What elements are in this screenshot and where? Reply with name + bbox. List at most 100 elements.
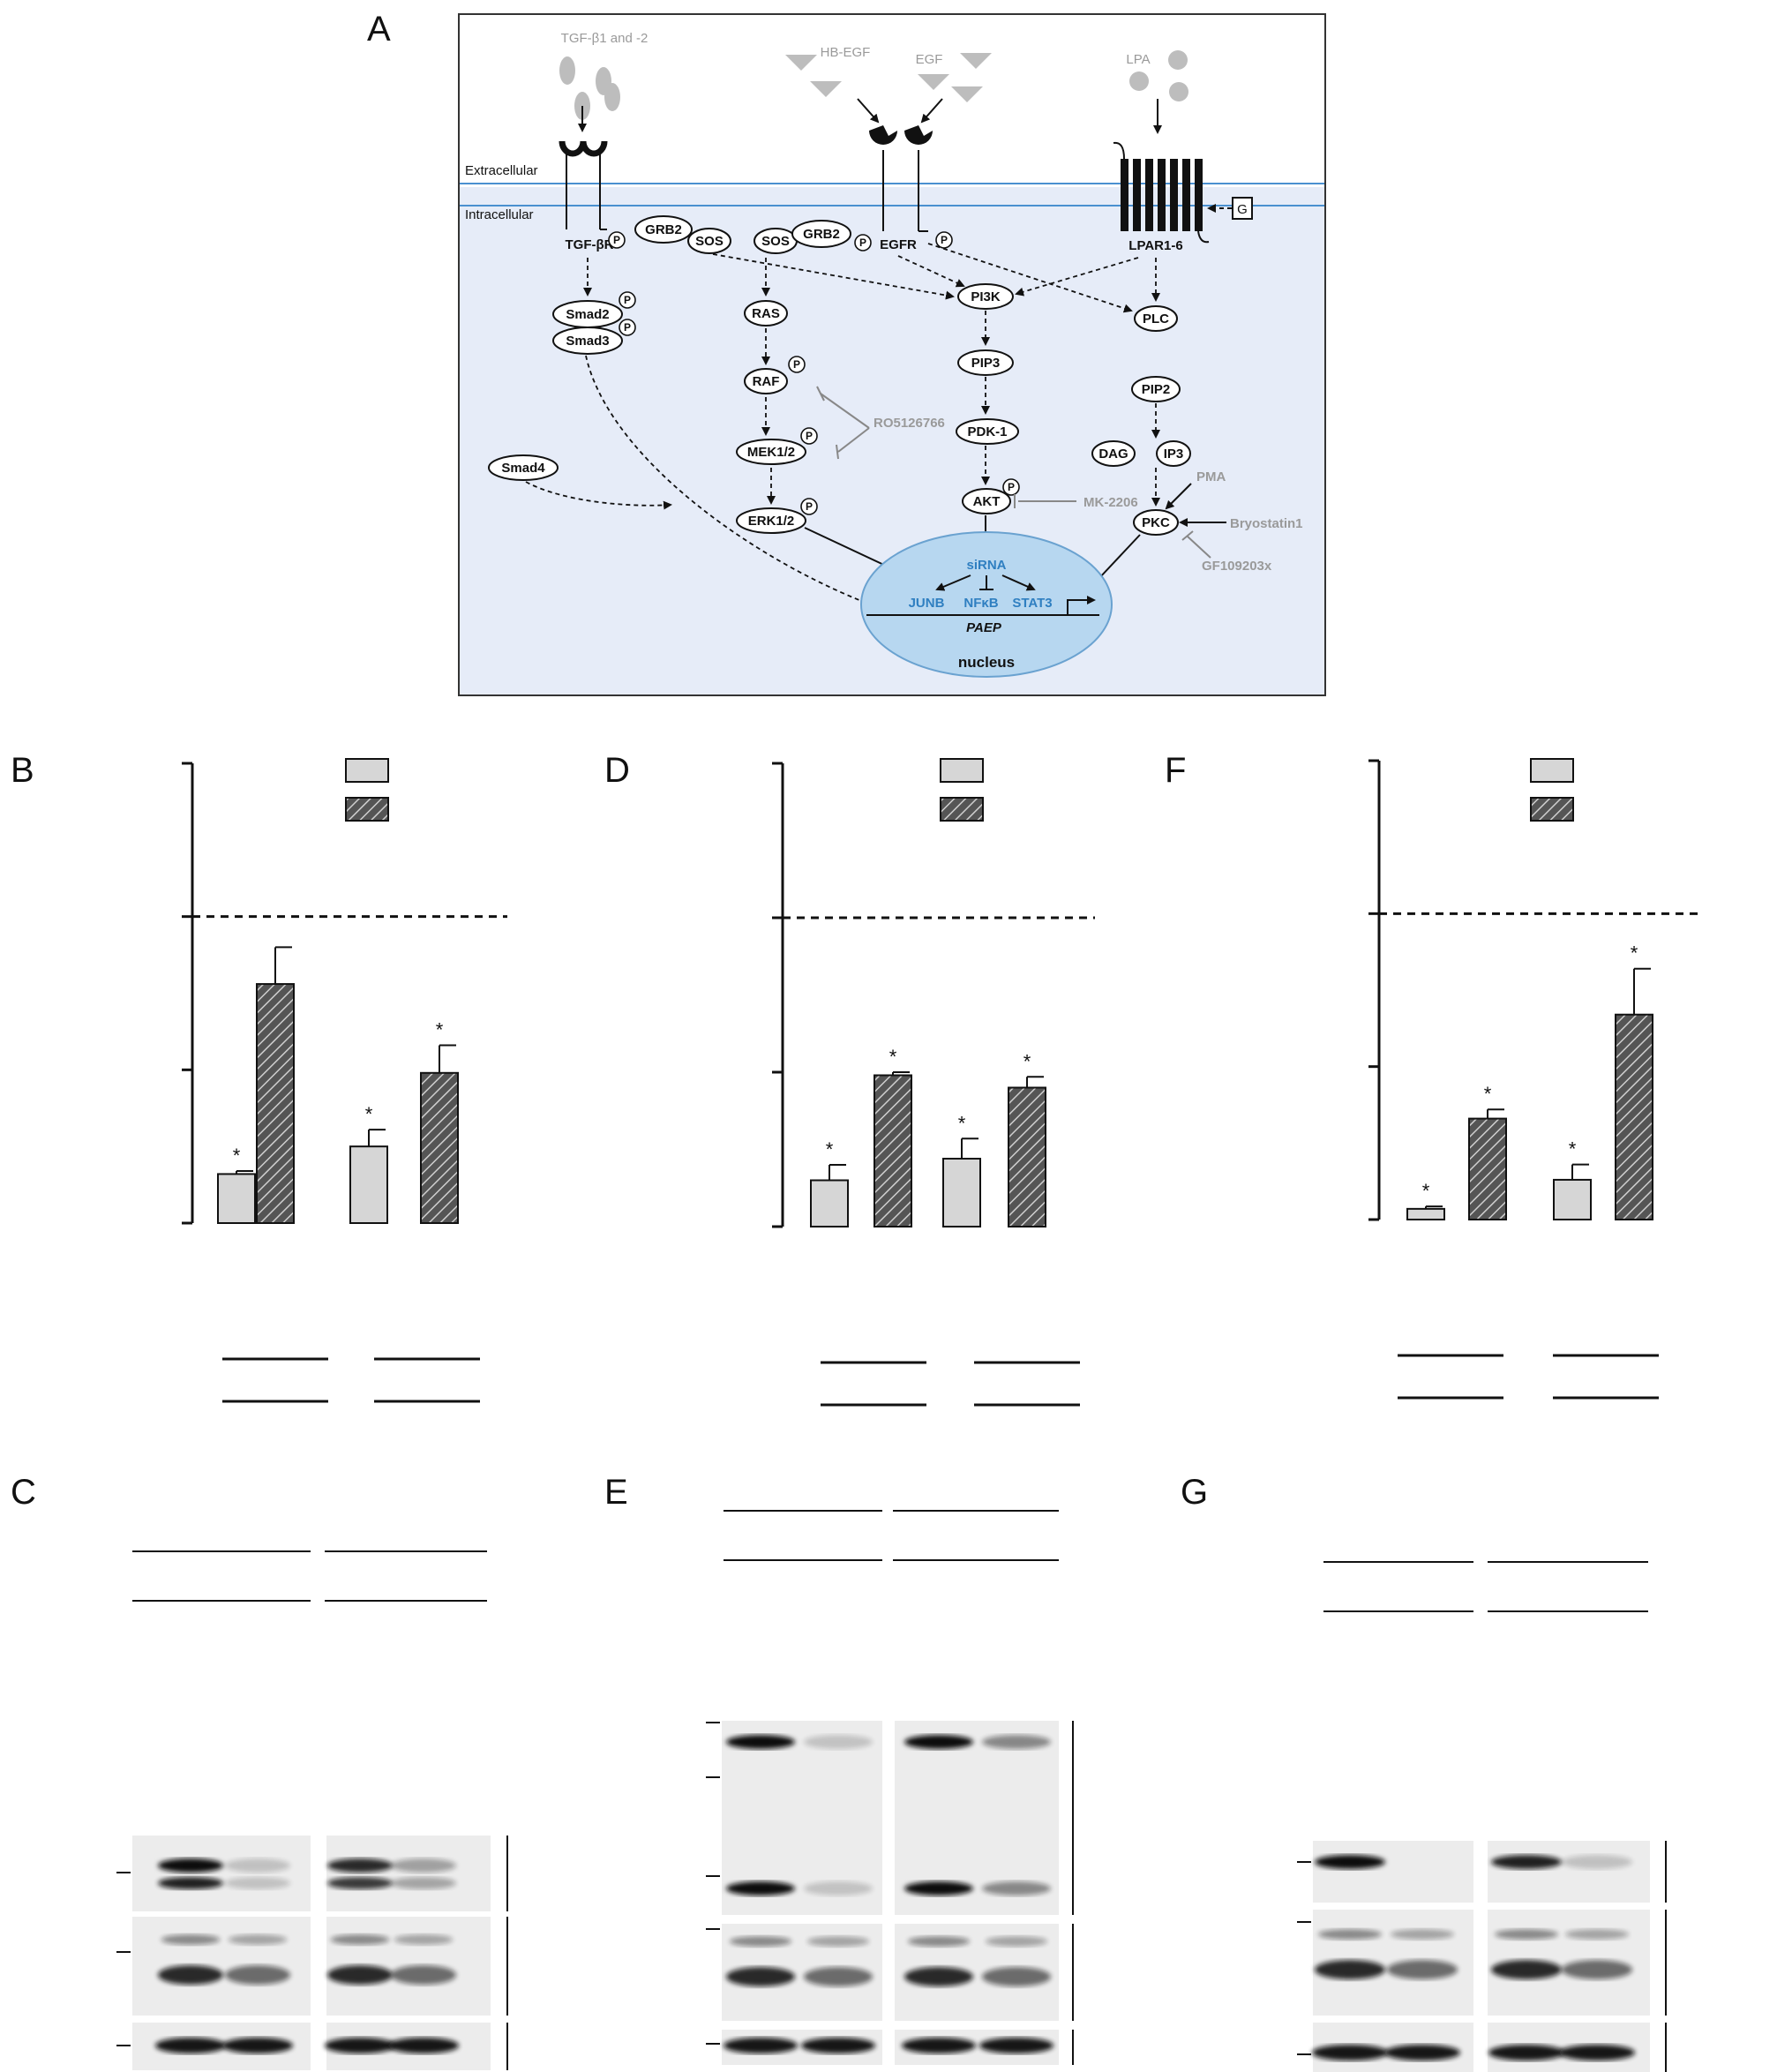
band-glycodelin-upper <box>1565 1929 1629 1940</box>
band-target <box>327 1858 393 1873</box>
smad3: Smad3 <box>566 334 609 349</box>
band-glycodelin <box>158 1965 223 1985</box>
pip3: PIP3 <box>971 356 1001 371</box>
band-actin <box>325 2038 395 2053</box>
legend-swatch-gene <box>345 758 389 783</box>
band-actin <box>902 2038 976 2053</box>
band-target <box>1315 1855 1385 1869</box>
band-actin <box>155 2038 226 2053</box>
band-actin <box>724 2038 798 2053</box>
significance-star: * <box>1023 1050 1031 1072</box>
dag: DAG <box>1098 447 1128 462</box>
band-glycodelin-upper <box>394 1934 454 1945</box>
bar-gene-1 <box>1406 1207 1445 1221</box>
ip3: IP3 <box>1164 447 1184 462</box>
band-target <box>158 1858 223 1873</box>
band-glycodelin <box>1387 1960 1458 1979</box>
band-glycodelin-upper <box>1495 1929 1558 1940</box>
nucleus-paep: PAEP <box>966 620 1002 635</box>
egfr-label: EGFR <box>880 237 917 252</box>
band-actin <box>1312 2045 1388 2061</box>
panel-label-c: C <box>11 1473 36 1512</box>
nucleus-sirna-label: siRNA <box>966 558 1006 573</box>
panel-label-g: G <box>1181 1473 1208 1512</box>
grb2-left: GRB2 <box>645 222 682 237</box>
band-target <box>982 1881 1051 1896</box>
blot-membrane <box>1313 1841 1473 1903</box>
smad4: Smad4 <box>501 461 545 476</box>
blot-membrane <box>132 1917 311 2016</box>
node-shapes <box>488 215 1191 536</box>
bar-paep-1 <box>1468 1117 1507 1220</box>
pathway-diagram: Extracellular Intracellular TGF-β1 and -… <box>458 13 1326 696</box>
band-glycodelin-upper <box>1391 1929 1454 1940</box>
band-target <box>225 1858 290 1873</box>
band-glycodelin-upper <box>806 1936 870 1947</box>
pip2: PIP2 <box>1142 382 1171 397</box>
sos-right: SOS <box>761 234 790 249</box>
lpar-label: LPAR1-6 <box>1128 238 1182 253</box>
significance-star: * <box>1631 942 1638 965</box>
svg-text:P: P <box>806 430 813 442</box>
band-glycodelin-upper <box>907 1936 971 1947</box>
egf-ligand-label: EGF <box>916 52 943 67</box>
smad2: Smad2 <box>566 307 609 322</box>
svg-text:P: P <box>806 500 813 513</box>
panel-label-b: B <box>11 751 34 790</box>
grb2-right: GRB2 <box>803 227 840 242</box>
band-glycodelin <box>726 1967 795 1986</box>
gf109203x-label: GF109203x <box>1202 559 1272 574</box>
g-protein-label: G <box>1237 202 1248 217</box>
ras: RAS <box>752 306 780 321</box>
band-actin <box>801 2038 875 2053</box>
significance-star: * <box>1484 1083 1492 1105</box>
plc: PLC <box>1143 312 1169 327</box>
blot-membrane <box>326 1836 491 1911</box>
nucleus-label: nucleus <box>958 654 1015 671</box>
pma-label: PMA <box>1196 469 1226 484</box>
egfr-receptor <box>857 98 943 232</box>
bar-charts: *********** <box>182 758 1702 1407</box>
significance-star: * <box>826 1138 834 1160</box>
svg-text:P: P <box>859 236 866 249</box>
chart-F: **** <box>1368 758 1702 1400</box>
band-actin <box>1384 2045 1460 2061</box>
signal-arrows <box>525 243 1160 612</box>
band-glycodelin <box>1562 1960 1632 1979</box>
significance-star: * <box>889 1046 897 1068</box>
bryostatin-label: Bryostatin1 <box>1230 516 1303 531</box>
band-target-lower <box>225 1877 290 1889</box>
band-target <box>804 1881 873 1896</box>
sos-left: SOS <box>695 234 724 249</box>
intracellular-label: Intracellular <box>465 207 534 222</box>
svg-text:P: P <box>941 234 948 246</box>
band-glycodelin <box>391 1965 456 1985</box>
bar-gene-2 <box>942 1158 981 1227</box>
legend-swatch-gene <box>1530 758 1574 783</box>
significance-star: * <box>233 1145 241 1167</box>
band-target <box>904 1735 973 1749</box>
panel-label-f: F <box>1165 751 1186 790</box>
band-target <box>904 1881 973 1896</box>
svg-text:P: P <box>1008 481 1015 493</box>
nucleus-stat3: STAT3 <box>1012 596 1052 611</box>
akt: AKT <box>973 494 1001 509</box>
bar-gene-2 <box>1553 1178 1592 1221</box>
panel-label-a: A <box>367 10 391 49</box>
significance-star: * <box>365 1103 373 1125</box>
bar-gene-1 <box>217 1173 256 1224</box>
band-actin <box>979 2038 1053 2053</box>
band-glycodelin <box>327 1965 393 1985</box>
band-glycodelin-upper <box>228 1934 288 1945</box>
raf: RAF <box>753 374 780 389</box>
significance-star: * <box>436 1019 444 1041</box>
band-glycodelin <box>1315 1960 1385 1979</box>
bar-gene-1 <box>810 1179 849 1227</box>
svg-text:P: P <box>624 321 631 334</box>
bar-gene-2 <box>349 1145 388 1224</box>
blot-membrane <box>132 1836 311 1911</box>
band-actin <box>1559 2045 1635 2061</box>
band-glycodelin-upper <box>985 1936 1048 1947</box>
lpa-ligand-shapes <box>1129 50 1188 101</box>
